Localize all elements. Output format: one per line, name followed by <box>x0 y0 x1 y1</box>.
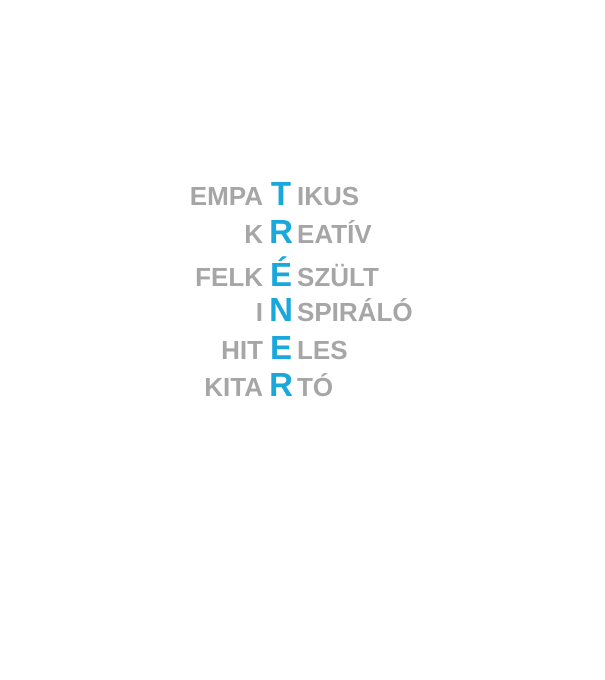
word-prefix: HIT <box>221 335 263 365</box>
word-row-kitarto: KITA R TÓ <box>0 366 605 407</box>
word-row-hiteles: HIT E LES <box>0 329 605 370</box>
word-prefix: K <box>244 219 263 249</box>
word-row-empatikus: EMPA T IKUS <box>0 175 605 216</box>
word-row-inspiralo: I N SPIRÁLÓ <box>0 291 605 332</box>
key-letter: N <box>269 291 293 328</box>
word-suffix: TÓ <box>297 372 334 402</box>
key-letter: T <box>270 175 292 212</box>
word-prefix: EMPA <box>189 181 263 211</box>
key-letter: R <box>269 213 293 250</box>
word-suffix: IKUS <box>297 181 360 211</box>
word-suffix: SZÜLT <box>297 262 379 292</box>
key-letter: É <box>269 256 292 293</box>
key-letter: E <box>269 329 292 366</box>
word-row-kreativ: K R EATÍV <box>0 213 605 254</box>
word-suffix: SPIRÁLÓ <box>297 297 413 327</box>
word-prefix: KITA <box>204 372 263 402</box>
key-letter: R <box>269 366 293 403</box>
word-prefix: FELK <box>195 262 263 292</box>
word-suffix: LES <box>297 335 348 365</box>
word-suffix: EATÍV <box>297 219 372 249</box>
word-row-felkeszult: FELK É SZÜLT <box>0 256 605 297</box>
word-prefix: I <box>255 297 263 327</box>
